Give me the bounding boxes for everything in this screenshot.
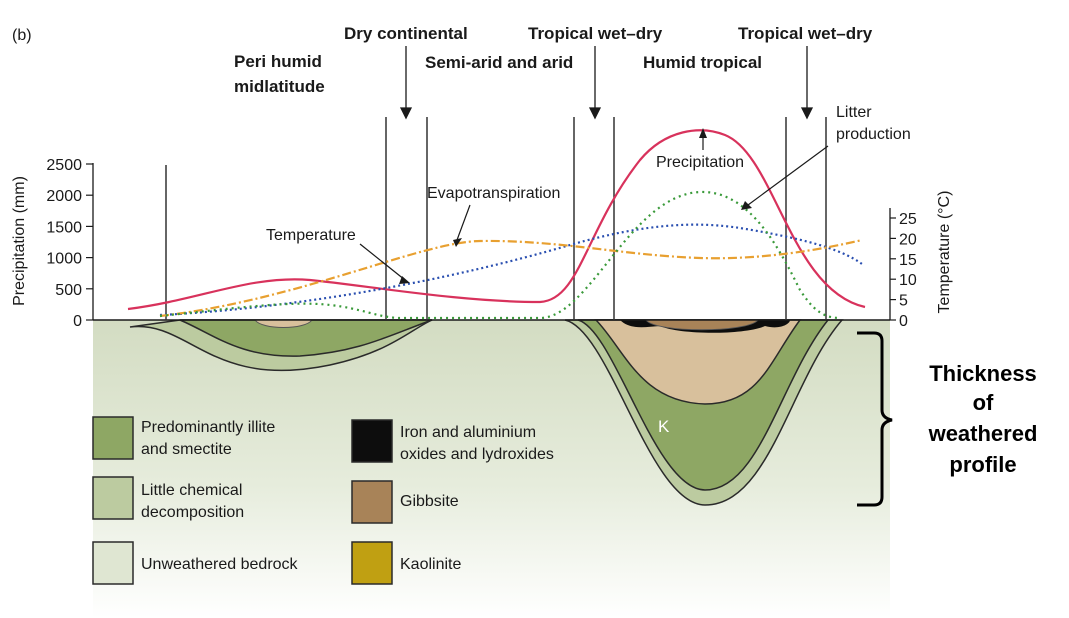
thickness-line3: weathered <box>928 421 1038 446</box>
zone-label-tropical-wet-dry-right: Tropical wet–dry <box>738 24 873 43</box>
panel-label: (b) <box>12 27 32 44</box>
arrow-icon <box>399 276 410 284</box>
left-axis-tick-label: 1000 <box>46 251 82 268</box>
right-axis-tick-label: 5 <box>899 293 908 310</box>
zone-label-peri-humid: Peri humid <box>234 52 322 71</box>
temperature-curve <box>159 223 863 317</box>
label-litter: Litter <box>836 104 872 121</box>
legend-gibbsite: Gibbsite <box>400 493 459 510</box>
right-axis: 0 5 10 15 20 25 <box>889 208 917 330</box>
left-axis-tick-label: 2000 <box>46 188 82 205</box>
left-axis-tick-label: 1500 <box>46 219 82 236</box>
thickness-line1: Thickness <box>929 361 1037 386</box>
legend-kaolinite: Kaolinite <box>400 556 461 573</box>
left-axis-tick-label: 0 <box>73 313 82 330</box>
litter-production-curve <box>159 190 841 320</box>
legend-swatch-illite-smectite <box>92 416 134 460</box>
arrow-icon <box>741 201 752 210</box>
zone-label-semi-arid: Semi-arid and arid <box>425 53 573 72</box>
legend-unweathered: Unweathered bedrock <box>141 556 299 573</box>
evapotranspiration-pointer <box>456 204 471 241</box>
legend-illite-line1: Predominantly illite <box>141 419 275 436</box>
profile-marker-k: K <box>658 417 670 436</box>
arrow-icon <box>699 128 707 138</box>
tropical-profile <box>564 319 844 506</box>
zone-label-midlatitude: midlatitude <box>234 77 325 96</box>
arrow-icon <box>453 238 462 247</box>
right-axis-tick-label: 20 <box>899 231 917 248</box>
right-axis-tick-label: 25 <box>899 211 917 228</box>
zone-label-humid-tropical: Humid tropical <box>643 53 762 72</box>
label-evapotranspiration: Evapotranspiration <box>427 185 560 202</box>
zone-label-dry-continental: Dry continental <box>344 24 468 43</box>
right-axis-tick-label: 0 <box>899 313 908 330</box>
legend-swatch-gibbsite <box>351 480 393 524</box>
zone-label-tropical-wet-dry-left: Tropical wet–dry <box>528 24 663 43</box>
kaolinite-zone-right <box>594 319 802 405</box>
legend-swatch-iron-aluminium <box>351 419 393 463</box>
left-axis-tick-label: 500 <box>55 282 82 299</box>
temperature-pointer <box>359 243 406 281</box>
legend-swatch-unweathered <box>92 541 134 585</box>
left-axis-tick-label: 2500 <box>46 157 82 174</box>
zone-boundaries <box>165 117 827 320</box>
thickness-line4: profile <box>949 452 1016 477</box>
left-axis-title: Precipitation (mm) <box>11 176 28 306</box>
right-axis-title: Temperature (°C) <box>936 191 953 314</box>
down-arrow-icon <box>399 107 413 120</box>
thickness-brace-icon <box>857 331 893 507</box>
label-production: production <box>836 126 911 143</box>
legend-little-line1: Little chemical <box>141 482 242 499</box>
down-arrow-icon <box>800 107 814 120</box>
thickness-line2: of <box>973 390 994 415</box>
legend-iron-line1: Iron and aluminium <box>400 424 536 441</box>
legend-little-line2: decomposition <box>141 504 244 521</box>
down-arrow-icon <box>588 107 602 120</box>
litter-pointer <box>747 145 829 206</box>
right-axis-tick-label: 10 <box>899 272 917 289</box>
evapotranspiration-curve <box>159 238 863 318</box>
legend-swatch-little-decomposition <box>92 476 134 520</box>
legend-illite-line2: and smectite <box>141 441 232 458</box>
legend-swatch-kaolinite <box>351 541 393 585</box>
precipitation-curve <box>127 129 866 311</box>
label-temperature: Temperature <box>266 227 356 244</box>
illite-layer-left <box>179 319 433 357</box>
temperate-profile <box>129 319 433 372</box>
legend: Predominantly illite and smectite Little… <box>92 416 554 585</box>
left-axis: 0 500 1000 1500 2000 2500 <box>46 157 94 330</box>
zone-arrows <box>399 46 814 120</box>
legend-iron-line2: oxides and lydroxides <box>400 446 554 463</box>
right-axis-tick-label: 15 <box>899 252 917 269</box>
gibbsite-lens <box>645 319 760 331</box>
label-precipitation: Precipitation <box>656 154 744 171</box>
